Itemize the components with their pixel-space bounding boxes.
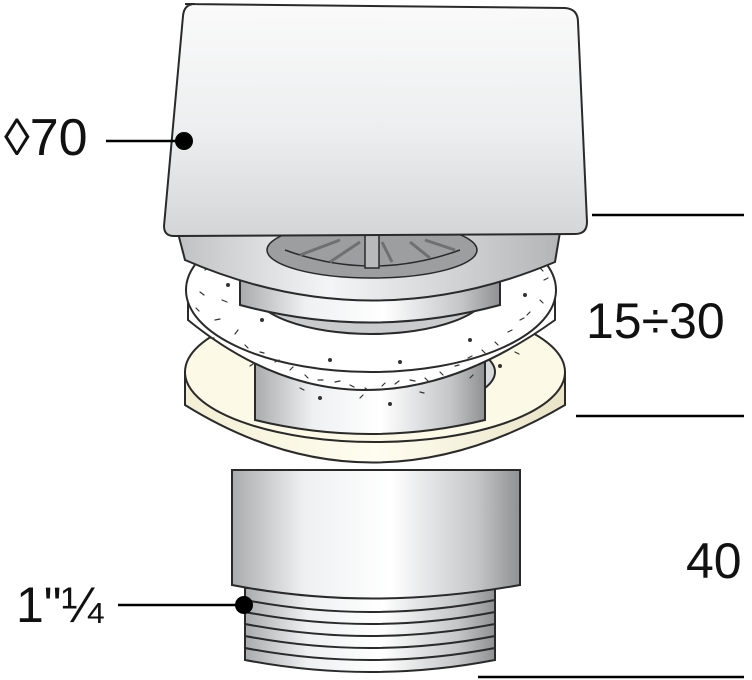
dimension-lines — [478, 213, 744, 679]
range-label: 15÷30 — [586, 293, 725, 349]
leader-lines — [106, 132, 253, 614]
thread-label: 1"¼ — [16, 577, 104, 633]
length-label: 40 — [686, 533, 742, 589]
square-cap — [162, 3, 589, 238]
threaded-section — [244, 587, 496, 673]
size-label: ◊70 — [4, 109, 88, 167]
drain-body — [231, 469, 521, 600]
